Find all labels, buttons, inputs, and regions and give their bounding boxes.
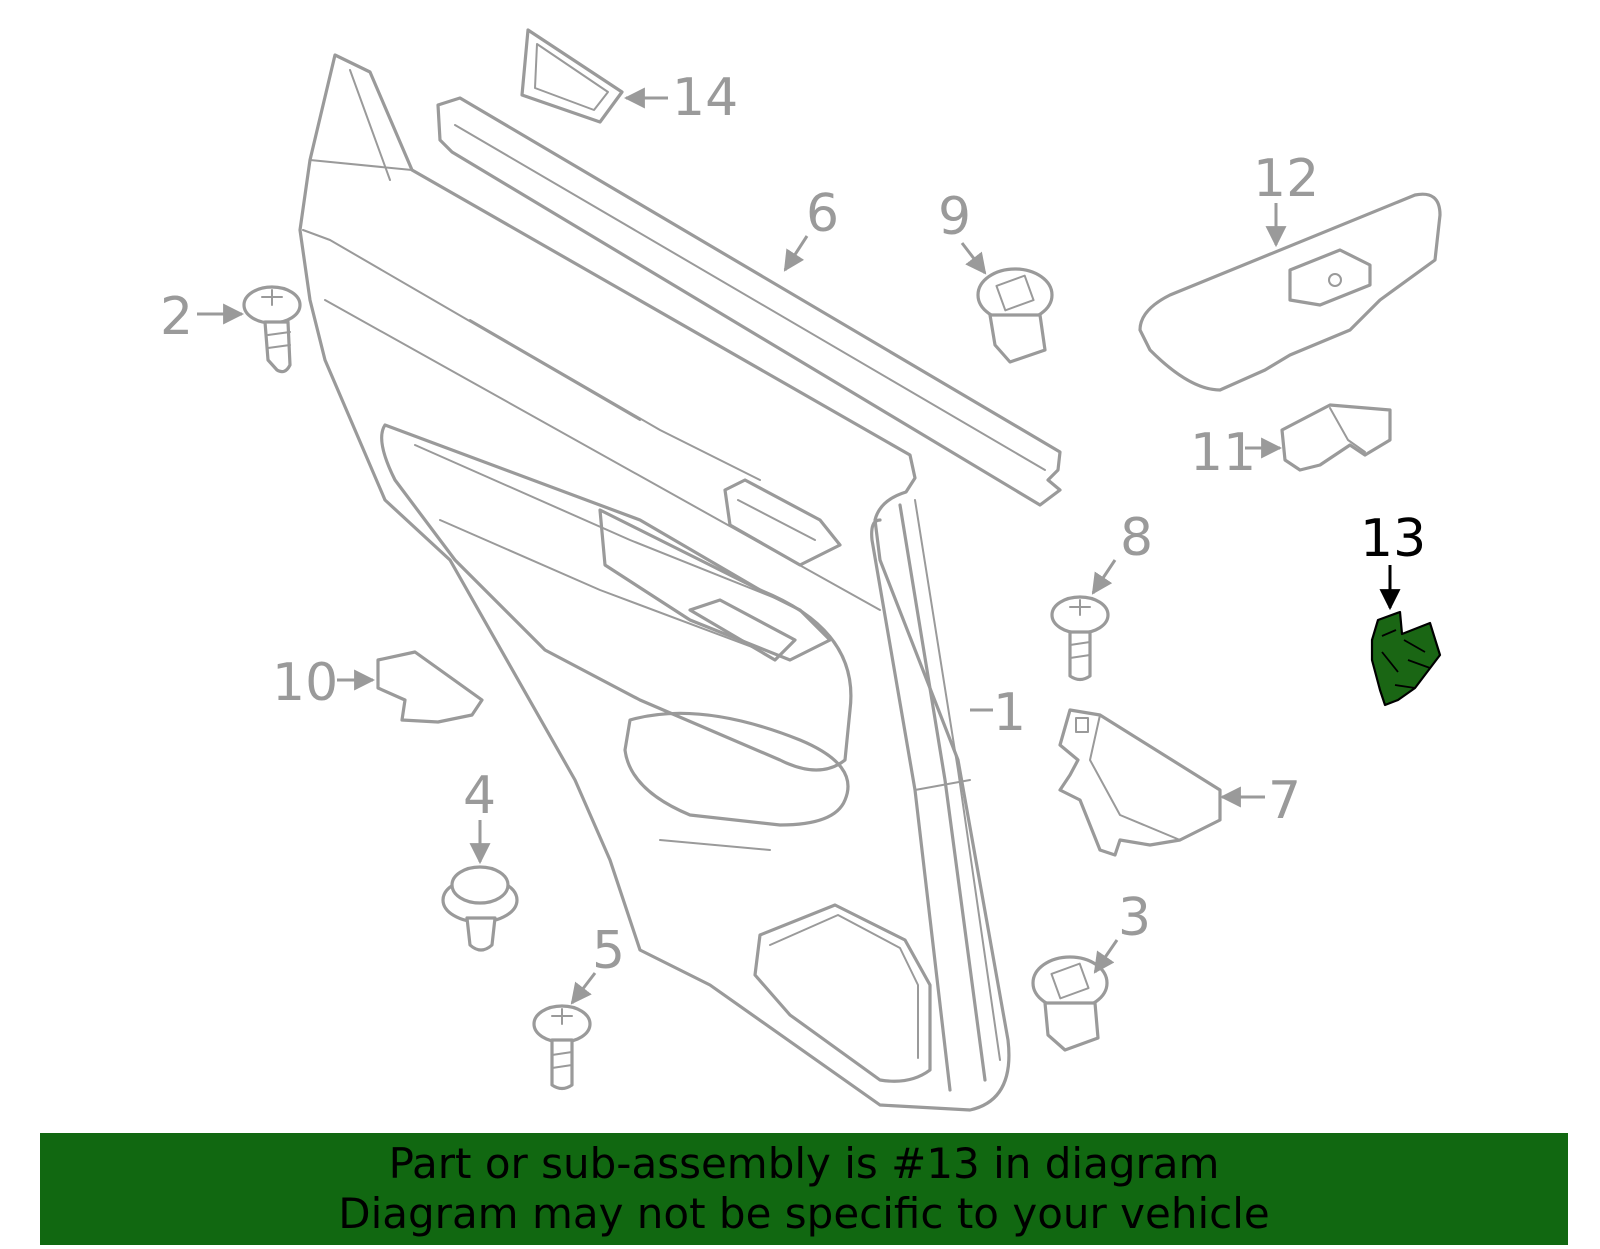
part-11-switch [1280,403,1392,472]
part-7-module [1058,708,1222,857]
clip-9 [976,267,1054,364]
callout-5: 5 [592,921,625,981]
callout-1: 1 [993,683,1026,743]
leader-6 [783,235,809,272]
screw-5 [532,1004,592,1091]
callout-7: 7 [1268,771,1301,831]
banner-disclaimer-line: Diagram may not be specific to your vehi… [338,1189,1270,1238]
callout-8: 8 [1120,508,1153,568]
callout-2: 2 [160,287,193,347]
door-trim-panel [298,53,1011,1112]
callout-10: 10 [272,653,338,713]
callout-6: 6 [806,184,839,244]
callout-13: 13 [1360,509,1426,569]
part-14-bezel [520,28,624,124]
leader-3 [1093,939,1119,974]
callout-numbers: 1 2 3 4 5 6 7 8 9 10 11 12 13 14 [160,68,1426,981]
clip-3 [1031,955,1109,1052]
callout-3: 3 [1118,888,1151,948]
callout-14: 14 [672,68,738,128]
part-10-cover [376,650,484,724]
banner-part-line: Part or sub-assembly is #13 in diagram [388,1139,1220,1188]
info-banner: Part or sub-assembly is #13 in diagram D… [40,1133,1568,1245]
leader-lines [197,87,1401,1005]
callout-4: 4 [463,766,496,826]
callout-12: 12 [1253,149,1319,209]
callout-11: 11 [1190,423,1256,483]
callout-9: 9 [938,187,971,247]
part-13-highlighted [1370,610,1442,707]
pin-4 [441,865,519,952]
leader-8 [1091,559,1117,595]
leader-9 [960,242,987,275]
screw-8 [1050,595,1110,682]
screw-2 [242,285,302,374]
leader-5 [570,972,597,1005]
belt-weatherstrip [436,96,1062,507]
part-12-switch-bezel [1138,192,1442,392]
